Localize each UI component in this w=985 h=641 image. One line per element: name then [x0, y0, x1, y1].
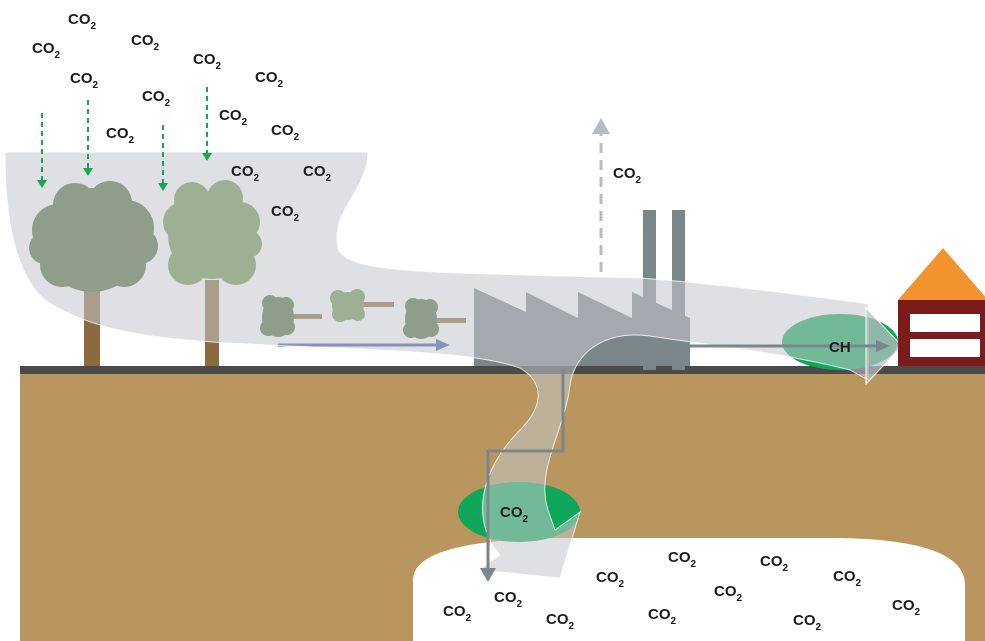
co2-main-text: CO [668, 549, 691, 566]
co2-main-text: CO [271, 203, 294, 220]
co2-label-4: CO2 [70, 70, 99, 91]
co2-label-11: CO2 [231, 163, 260, 184]
co2-main-text: CO [613, 165, 636, 182]
co2-main-text: CO [255, 69, 278, 86]
co2-label-13: CO2 [271, 203, 300, 224]
co2-main-text: CO [760, 553, 783, 570]
co2-subscript: 2 [326, 173, 332, 184]
co2-main-text: CO [443, 603, 466, 620]
co2-label-9: CO2 [106, 125, 135, 146]
emission-arrow [592, 118, 610, 272]
co2-subscript: 2 [691, 559, 697, 570]
co2-main-text: CO [596, 569, 619, 586]
co2-subscript: 2 [55, 50, 61, 61]
co2-subscript: 2 [517, 599, 523, 610]
co2-subscript: 2 [278, 79, 284, 90]
co2-main-text: CO [193, 51, 216, 68]
co2-label-14: CO2 [613, 165, 642, 186]
ground-surface-line [20, 366, 985, 374]
co2-label-19: CO2 [596, 569, 625, 590]
co2-subscript: 2 [242, 117, 248, 128]
co2-subscript: 2 [294, 132, 300, 143]
co2-subscript: 2 [671, 616, 677, 627]
co2-subscript: 2 [783, 563, 789, 574]
co2-label-5: CO2 [193, 51, 222, 72]
co2-main-text: CO [833, 568, 856, 585]
co2-label-26: CO2 [892, 597, 921, 618]
co2-label-2: CO2 [32, 40, 61, 61]
co2-subscript: 2 [636, 175, 642, 186]
co2-subscript: 2 [91, 21, 97, 32]
co2-main-text: CO [142, 88, 165, 105]
co2-main-text: CO [32, 40, 55, 57]
co2-label-18: CO2 [833, 568, 862, 589]
ch-label: CH [829, 339, 851, 356]
co2-subscript: 2 [154, 42, 160, 53]
pipe-to-storage [486, 370, 565, 570]
pipe-to-house [690, 340, 890, 352]
co2-label-6: CO2 [255, 69, 284, 90]
co2-label-25: CO2 [793, 612, 822, 633]
co2-main-text: CO [303, 163, 326, 180]
co2-label-23: CO2 [546, 611, 575, 632]
co2-main-text: CO [648, 606, 671, 623]
co2-label-10: CO2 [271, 122, 300, 143]
co2-label-16: CO2 [668, 549, 697, 570]
co2-label-8: CO2 [219, 107, 248, 128]
co2-label-21: CO2 [494, 589, 523, 610]
carbon-flow-band [4, 151, 871, 579]
co2-subscript: 2 [856, 578, 862, 589]
co2-main-text: CO [271, 122, 294, 139]
co2-subscript: 2 [569, 621, 575, 632]
co2-main-text: CO [106, 125, 129, 142]
co2-main-text: CO [793, 612, 816, 629]
co2-main-text: CO [219, 107, 242, 124]
co2-label-7: CO2 [142, 88, 171, 109]
co2-main-text: CO [231, 163, 254, 180]
co2-label-15: CO2 [500, 504, 529, 525]
co2-subscript: 2 [816, 622, 822, 633]
pipe-arrowhead-down [480, 568, 496, 582]
co2-subscript: 2 [619, 579, 625, 590]
co2-subscript: 2 [915, 607, 921, 618]
co2-subscript: 2 [165, 98, 171, 109]
co2-main-text: CO [68, 11, 91, 28]
co2-subscript: 2 [93, 80, 99, 91]
co2-label-17: CO2 [760, 553, 789, 574]
co2-subscript: 2 [254, 173, 260, 184]
uptake-arrows [41, 87, 208, 183]
co2-label-22: CO2 [443, 603, 472, 624]
co2-subscript: 2 [129, 135, 135, 146]
co2-subscript: 2 [737, 593, 743, 604]
co2-main-text: CO [70, 70, 93, 87]
co2-main-text: CO [494, 589, 517, 606]
co2-subscript: 2 [523, 514, 529, 525]
co2-main-text: CO [131, 32, 154, 49]
co2-label-24: CO2 [648, 606, 677, 627]
co2-main-text: CO [714, 583, 737, 600]
co2-subscript: 2 [216, 61, 222, 72]
uptake-arrowheads [37, 153, 212, 191]
co2-label-12: CO2 [303, 163, 332, 184]
co2-main-text: CO [892, 597, 915, 614]
co2-subscript: 2 [466, 613, 472, 624]
co2-subscript: 2 [294, 213, 300, 224]
co2-label-1: CO2 [68, 11, 97, 32]
co2-main-text: CO [546, 611, 569, 628]
co2-main-text: CO [500, 504, 523, 521]
co2-label-20: CO2 [714, 583, 743, 604]
co2-label-3: CO2 [131, 32, 160, 53]
house-icon [898, 248, 985, 366]
